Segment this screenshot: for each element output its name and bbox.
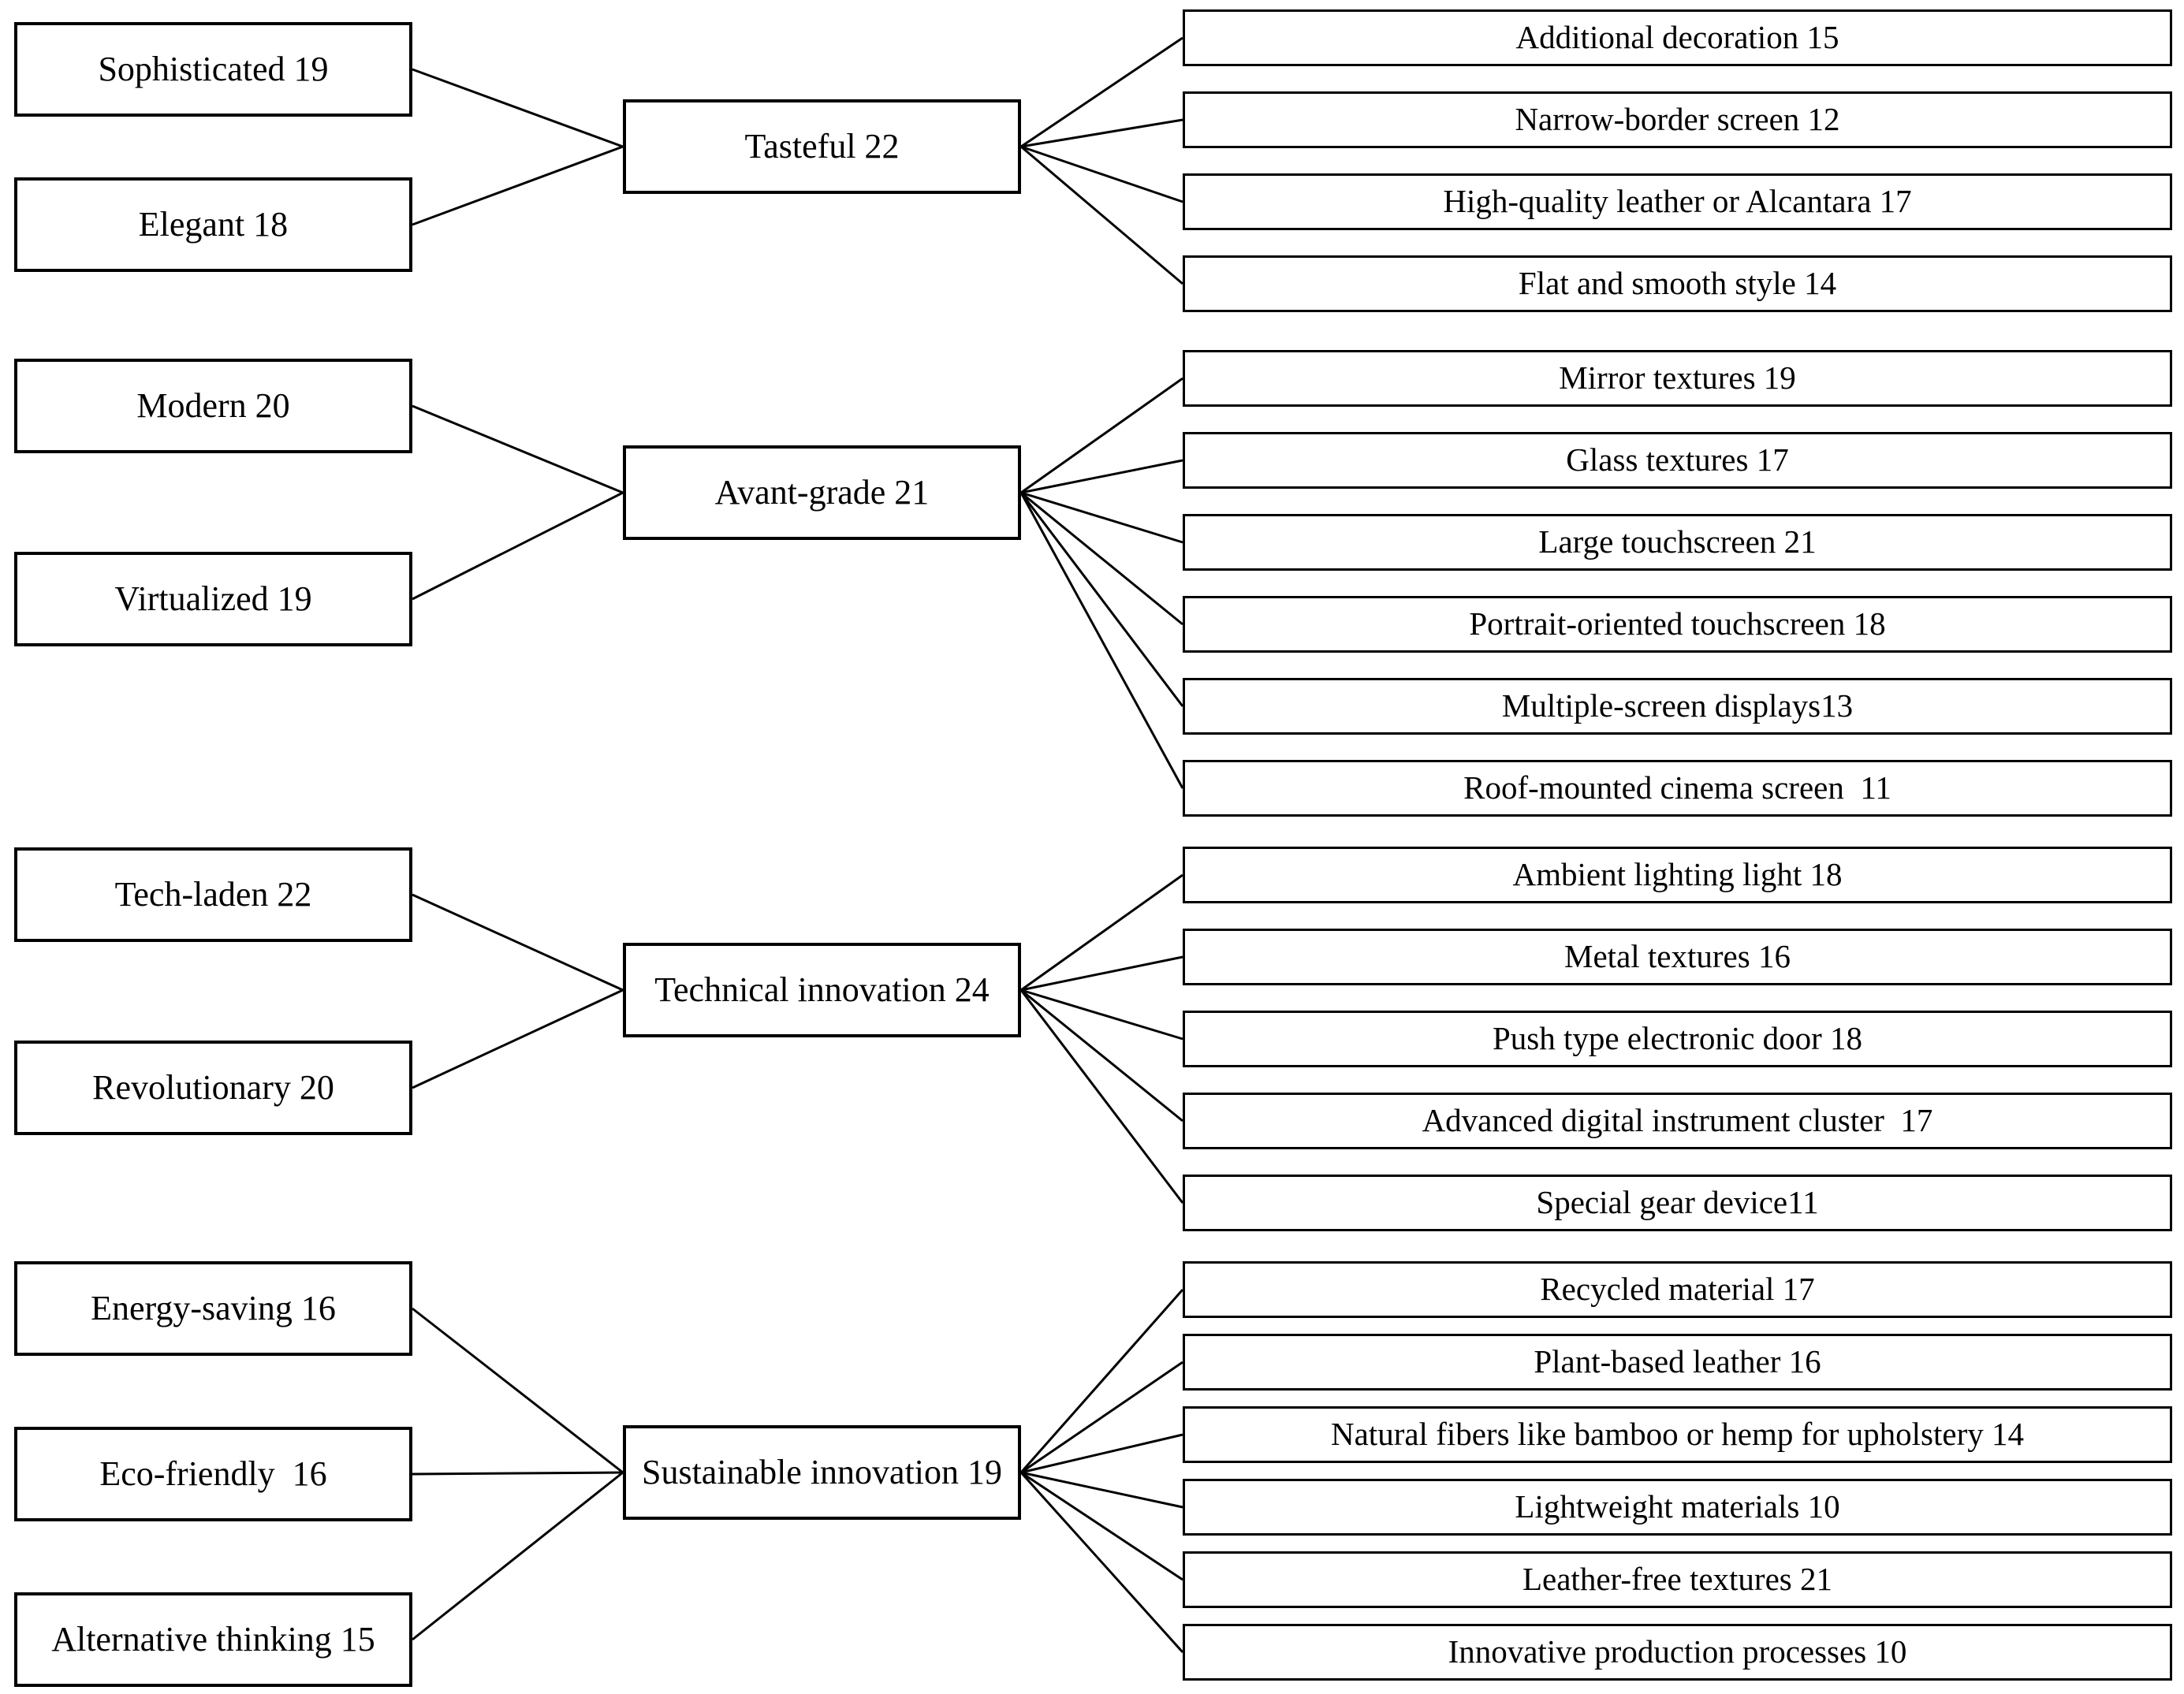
node-push-type-door: Push type electronic door 18 <box>1183 1011 2172 1067</box>
node-special-gear-device: Special gear device11 <box>1183 1175 2172 1231</box>
node-metal-textures: Metal textures 16 <box>1183 929 2172 985</box>
node-ambient-lighting: Ambient lighting light 18 <box>1183 847 2172 903</box>
node-roof-mounted-cinema-screen: Roof-mounted cinema screen 11 <box>1183 760 2172 817</box>
node-sophisticated: Sophisticated 19 <box>14 22 412 117</box>
node-innovative-production: Innovative production processes 10 <box>1183 1624 2172 1681</box>
node-virtualized: Virtualized 19 <box>14 552 412 646</box>
node-modern: Modern 20 <box>14 359 412 453</box>
node-plant-based-leather: Plant-based leather 16 <box>1183 1334 2172 1391</box>
node-recycled-material: Recycled material 17 <box>1183 1261 2172 1318</box>
node-multiple-screen-displays: Multiple-screen displays13 <box>1183 678 2172 735</box>
node-digital-instrument-cluster: Advanced digital instrument cluster 17 <box>1183 1093 2172 1149</box>
node-additional-decoration: Additional decoration 15 <box>1183 9 2172 66</box>
node-alternative-thinking: Alternative thinking 15 <box>14 1592 412 1687</box>
node-glass-textures: Glass textures 17 <box>1183 432 2172 489</box>
node-lightweight-materials: Lightweight materials 10 <box>1183 1479 2172 1536</box>
node-avant-grade: Avant-grade 21 <box>623 445 1021 540</box>
node-flat-smooth-style: Flat and smooth style 14 <box>1183 255 2172 312</box>
node-elegant: Elegant 18 <box>14 177 412 272</box>
node-energy-saving: Energy-saving 16 <box>14 1261 412 1356</box>
node-portrait-touchscreen: Portrait-oriented touchscreen 18 <box>1183 596 2172 653</box>
node-sustainable-innovation: Sustainable innovation 19 <box>623 1425 1021 1520</box>
node-large-touchscreen: Large touchscreen 21 <box>1183 514 2172 571</box>
node-natural-fibers: Natural fibers like bamboo or hemp for u… <box>1183 1406 2172 1463</box>
node-mirror-textures: Mirror textures 19 <box>1183 350 2172 407</box>
node-tech-laden: Tech-laden 22 <box>14 847 412 942</box>
node-narrow-border-screen: Narrow-border screen 12 <box>1183 91 2172 148</box>
node-technical-innovation: Technical innovation 24 <box>623 943 1021 1037</box>
node-high-quality-leather: High-quality leather or Alcantara 17 <box>1183 173 2172 230</box>
node-eco-friendly: Eco-friendly 16 <box>14 1427 412 1521</box>
node-tasteful: Tasteful 22 <box>623 99 1021 194</box>
node-leather-free-textures: Leather-free textures 21 <box>1183 1551 2172 1608</box>
node-revolutionary: Revolutionary 20 <box>14 1041 412 1135</box>
